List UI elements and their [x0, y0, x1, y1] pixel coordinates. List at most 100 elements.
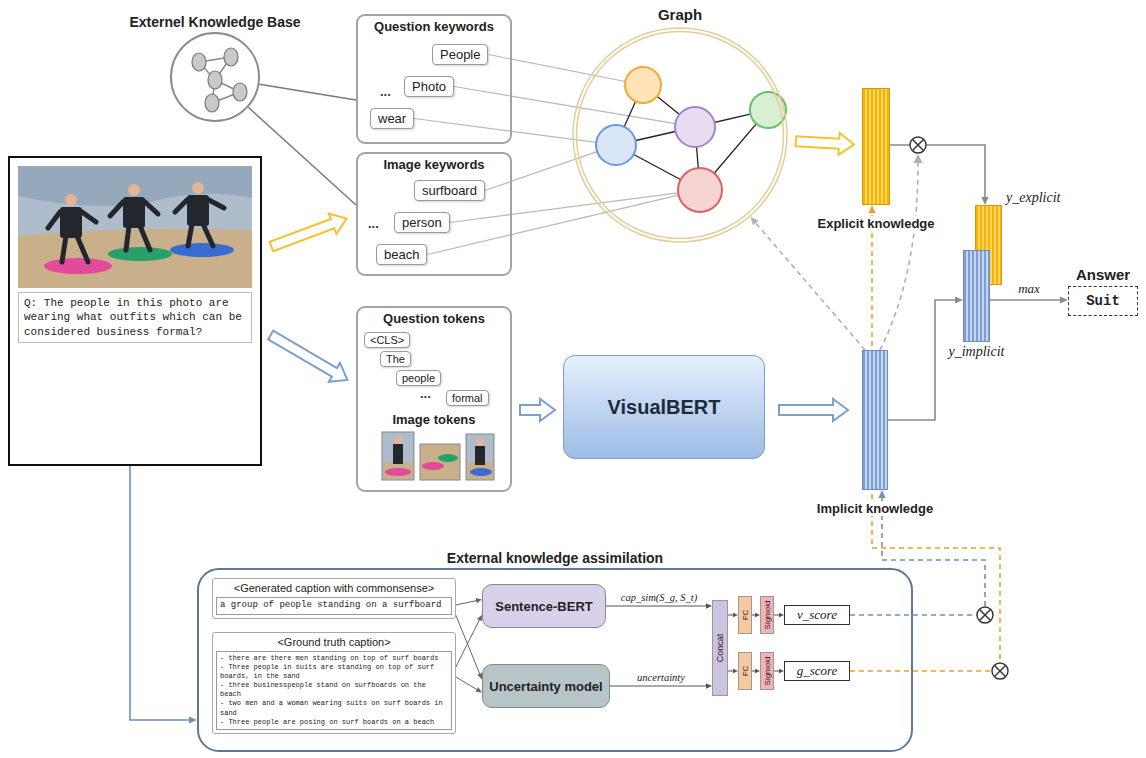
score-box: g_score [784, 661, 850, 681]
image-token-tiles [476, 438, 484, 446]
input-photo [108, 247, 172, 261]
node-label: person [402, 215, 442, 230]
node-label: g_score [797, 663, 838, 679]
question-text: Q: The people in this photo are wearing … [18, 292, 252, 343]
model-box: VisualBERT [563, 355, 765, 459]
connector-line [990, 299, 1062, 301]
fc-layer: FC [738, 596, 752, 634]
multiply-symbol [913, 140, 924, 151]
input-photo [65, 182, 204, 206]
connector [752, 669, 760, 674]
token-card: formal [446, 390, 489, 406]
keyword-panel: Image keywordssurfboardpersonbeach [356, 152, 512, 276]
knowledge-base-graph-icon [192, 48, 247, 112]
fc-layer: FC [738, 652, 752, 690]
connector [427, 195, 678, 254]
input-photo [126, 226, 129, 250]
keyword-card: person [394, 212, 450, 233]
input-photo [170, 243, 234, 257]
multiply-symbol [913, 140, 924, 151]
connector [610, 683, 712, 688]
connector [268, 331, 347, 382]
node-label: Photo [412, 79, 446, 94]
math-label: y_explicit [1006, 190, 1060, 206]
keyword-card: wear [370, 108, 414, 129]
keyword-card: People [432, 44, 488, 65]
connector [752, 613, 760, 618]
token-panel: Question tokensImage tokens<CLS>Thepeopl… [356, 306, 512, 492]
knowledge-base-graph-icon [192, 53, 206, 71]
keyword-card: surfboard [414, 180, 485, 201]
block-arrow [796, 133, 854, 155]
encoder-box: Sentence-BERT [482, 584, 606, 628]
connector [452, 606, 482, 680]
connector-label: uncertainty [635, 672, 687, 683]
input-photo [44, 258, 112, 274]
caption-text: - there are there men standing on top of… [216, 651, 452, 730]
math-label: y_implicit [946, 344, 1008, 360]
block-arrow [268, 331, 347, 382]
connector [130, 466, 197, 724]
knowledge-base-graph-icon [192, 48, 247, 112]
connector-line [755, 222, 865, 350]
node-label: <CLS> [370, 334, 404, 346]
arrowhead [878, 490, 885, 498]
score-box: v_score [784, 605, 850, 625]
node-label: Sentence-BERT [495, 599, 593, 614]
graph-vertex [596, 67, 786, 212]
image-token-tiles [475, 446, 485, 465]
arrowhead [981, 197, 988, 205]
multiply-symbol [980, 610, 991, 621]
arrowhead [955, 296, 963, 303]
connector-line [850, 211, 1000, 671]
caption-line: a group of people standing on a surfboar… [220, 600, 448, 612]
input-photo [77, 236, 88, 262]
block-arrow [779, 399, 848, 421]
connector-line [485, 152, 597, 191]
connector-line [452, 619, 480, 675]
connector [728, 613, 738, 618]
node-label: Sigmoid [763, 657, 772, 686]
connector [796, 133, 854, 155]
ellipsis-label: ... [368, 216, 379, 231]
graph-circle: Graph [572, 27, 788, 243]
arrowhead [868, 205, 875, 213]
graph-vertex [675, 107, 715, 147]
concat-block: Concat [712, 600, 728, 696]
vector-label: Explicit knowledge [814, 216, 937, 231]
assimilation-panel: External knowledge assimilation<Generate… [197, 568, 913, 752]
multiply-symbol [977, 607, 993, 623]
multiply-symbol [995, 666, 1006, 677]
input-photo [18, 229, 252, 288]
input-photo [18, 166, 252, 288]
image-token-tiles [394, 436, 402, 444]
connector-line [414, 119, 596, 143]
graph-vertex [596, 125, 636, 165]
node-label: wear [378, 111, 406, 126]
node-label: FC [741, 610, 750, 621]
vector-label: Implicit knowledge [814, 501, 936, 516]
multiply-symbol [980, 610, 991, 621]
token-card: <CLS> [364, 332, 410, 348]
node-label: people [402, 372, 435, 384]
node-label: VisualBERT [608, 396, 721, 419]
knowledge-base-icon: Externel Knowledge Base [170, 32, 260, 122]
image-token-tiles [470, 468, 492, 476]
caption-panel: <Ground truth caption>- there are there … [212, 632, 456, 734]
image-token-tiles [438, 454, 458, 462]
ellipsis-label: ... [380, 84, 391, 99]
connector [750, 217, 865, 350]
heading: Graph [656, 6, 704, 23]
ellipsis-label: ... [420, 386, 431, 401]
connector [890, 145, 989, 205]
connector-label: cap_sim(S_g, S_t) [619, 592, 699, 603]
multiply-symbol [910, 137, 926, 153]
block-arrow [520, 399, 555, 421]
input-photo [62, 236, 66, 262]
caption-line: - there are there men standing on top of… [220, 654, 448, 663]
input-photo [187, 195, 209, 226]
heading: Externel Knowledge Base [127, 14, 302, 30]
connector [850, 205, 1000, 671]
graph-outline [577, 32, 784, 239]
